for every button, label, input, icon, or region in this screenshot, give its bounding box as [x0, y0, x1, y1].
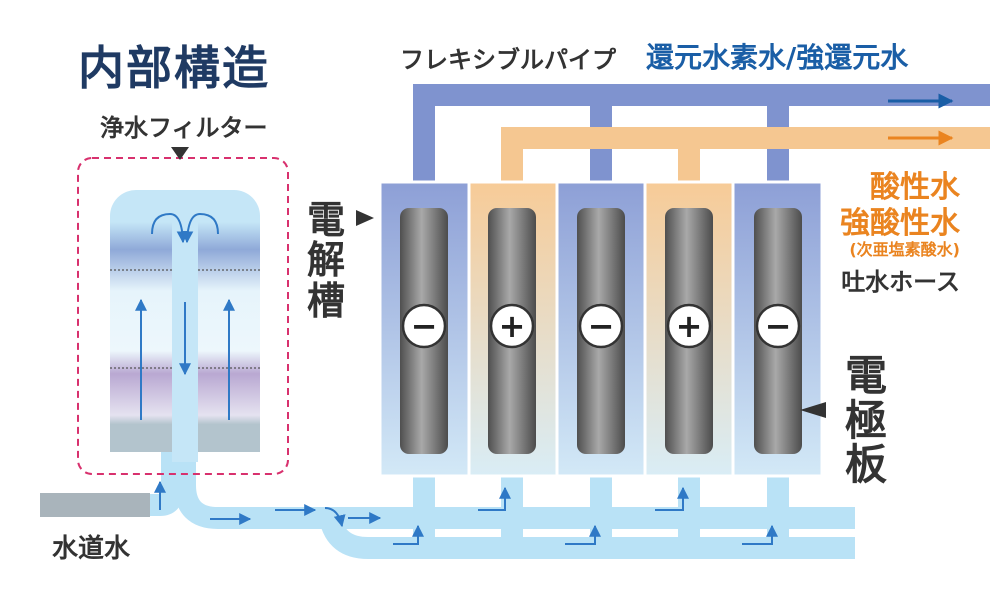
- electrode-plates: − + − + −: [400, 208, 802, 454]
- polarity-symbol: +: [499, 307, 526, 345]
- filter-label: 浄水フィルター: [100, 114, 268, 142]
- tap-water-label: 水道水: [52, 534, 131, 564]
- hypochlorous-label: (次亜塩素酸水): [849, 240, 960, 259]
- polarity-symbol: −: [765, 307, 792, 345]
- polarity-badge: [578, 303, 624, 349]
- discharge-hose-label: 吐水ホース: [841, 268, 960, 296]
- polarity-badge: [489, 303, 535, 349]
- polarity-badge: [666, 303, 712, 349]
- flex-pipe-label: フレキシブルパイプ: [400, 46, 616, 74]
- cell-pointer: [356, 210, 374, 226]
- feed-flow-arrows: [154, 480, 778, 545]
- electrode-plate-label: 電極板: [844, 351, 887, 490]
- reduced-water-label: 還元水素水/強還元水: [646, 41, 909, 74]
- polarity-symbol: −: [411, 307, 438, 345]
- polarity-symbol: +: [676, 307, 703, 345]
- polarity-badge: [755, 303, 801, 349]
- acid-water-label: 酸性水: [870, 170, 960, 205]
- electrode-pointer: [800, 402, 826, 418]
- polarity-symbol: −: [588, 307, 615, 345]
- filter-pointer: [171, 147, 189, 160]
- tap-water-pipe: [40, 493, 150, 517]
- water-filter: [110, 190, 260, 462]
- electrolytic-cell-label: 電解槽: [306, 198, 345, 323]
- strong-acid-water-label: 強酸性水: [840, 206, 960, 241]
- polarity-badge: [401, 303, 447, 349]
- page-title: 内部構造: [78, 41, 270, 95]
- filter-highlight-box: [77, 157, 289, 475]
